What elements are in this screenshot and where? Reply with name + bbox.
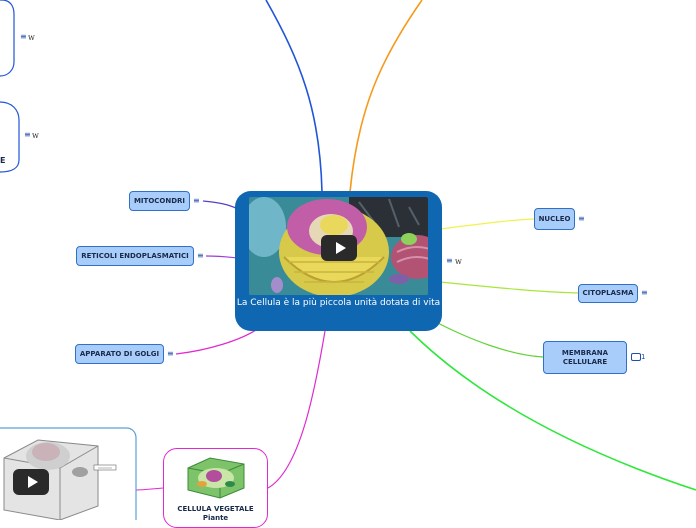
side-label-w3: w xyxy=(455,257,462,266)
topic-apparato-di-golgi[interactable]: APPARATO DI GOLGI xyxy=(75,344,164,364)
central-topic-title: La Cellula è la più piccola unità dotata… xyxy=(236,298,441,308)
play-icon[interactable] xyxy=(13,469,49,495)
branch-line-reticoli xyxy=(205,255,239,259)
topic-vegetale-label: CELLULA VEGETALE xyxy=(177,505,254,513)
comment-icon[interactable] xyxy=(631,353,641,361)
branch-line-bottom-right xyxy=(409,330,696,491)
branch-line-vegetale-left xyxy=(135,487,164,491)
topic-nucleo-label: NUCLEO xyxy=(538,214,571,223)
branch-line-golgi xyxy=(175,329,257,355)
side-label-w1: w xyxy=(28,33,35,42)
branch-line-vegetale xyxy=(267,330,326,489)
topic-reticoli-endoplasmatici[interactable]: RETICOLI ENDOPLASMATICI xyxy=(76,246,194,266)
topic-golgi-label: APPARATO DI GOLGI xyxy=(79,349,160,358)
topic-nucleo[interactable]: NUCLEO xyxy=(534,208,575,230)
topic-mitocondri-label: MITOCONDRI xyxy=(133,196,186,205)
play-icon[interactable] xyxy=(321,235,357,261)
topic-vegetale-sublabel: Piante xyxy=(202,514,229,522)
note-icon[interactable]: ≡ xyxy=(193,196,200,205)
branch-line-nucleo xyxy=(439,218,535,230)
branch-line-membrana xyxy=(431,319,544,358)
partial-node-border-3 xyxy=(0,427,137,520)
note-icon[interactable]: ≡ xyxy=(20,32,27,41)
note-icon[interactable]: ≡ xyxy=(446,256,453,265)
topic-citoplasma-label: CITOPLASMA xyxy=(582,289,634,297)
topic-mitocondri[interactable]: MITOCONDRI xyxy=(129,191,190,211)
plant-cell-illustration xyxy=(187,457,245,499)
partial-node-border-1 xyxy=(0,0,15,77)
note-icon[interactable]: ≡ xyxy=(641,288,648,297)
partial-node-border-2 xyxy=(0,101,20,173)
topic-membrana-label: MEMBRANA CELLULARE xyxy=(561,348,609,366)
partial-node-label: E xyxy=(0,156,6,165)
note-icon[interactable]: ≡ xyxy=(167,349,174,358)
branch-line-top-blue xyxy=(265,0,323,193)
topic-reticoli-label: RETICOLI ENDOPLASMATICI xyxy=(81,251,189,260)
note-icon[interactable]: ≡ xyxy=(197,251,204,260)
central-topic[interactable]: La Cellula è la più piccola unità dotata… xyxy=(235,191,442,331)
note-icon[interactable]: ≡ xyxy=(578,214,585,223)
topic-membrana-cellulare[interactable]: MEMBRANA CELLULARE xyxy=(543,341,627,374)
branch-line-top-orange xyxy=(349,0,423,193)
partial-media-node[interactable] xyxy=(0,432,128,520)
topic-citoplasma[interactable]: CITOPLASMA xyxy=(578,284,638,303)
branch-line-citoplasma xyxy=(439,281,579,294)
side-label-w2: w xyxy=(32,131,39,140)
comment-count: 1 xyxy=(641,353,646,361)
note-icon[interactable]: ≡ xyxy=(24,130,31,139)
cell-illustration-video[interactable] xyxy=(249,197,428,295)
topic-cellula-vegetale[interactable]: CELLULA VEGETALE Piante xyxy=(163,448,268,528)
